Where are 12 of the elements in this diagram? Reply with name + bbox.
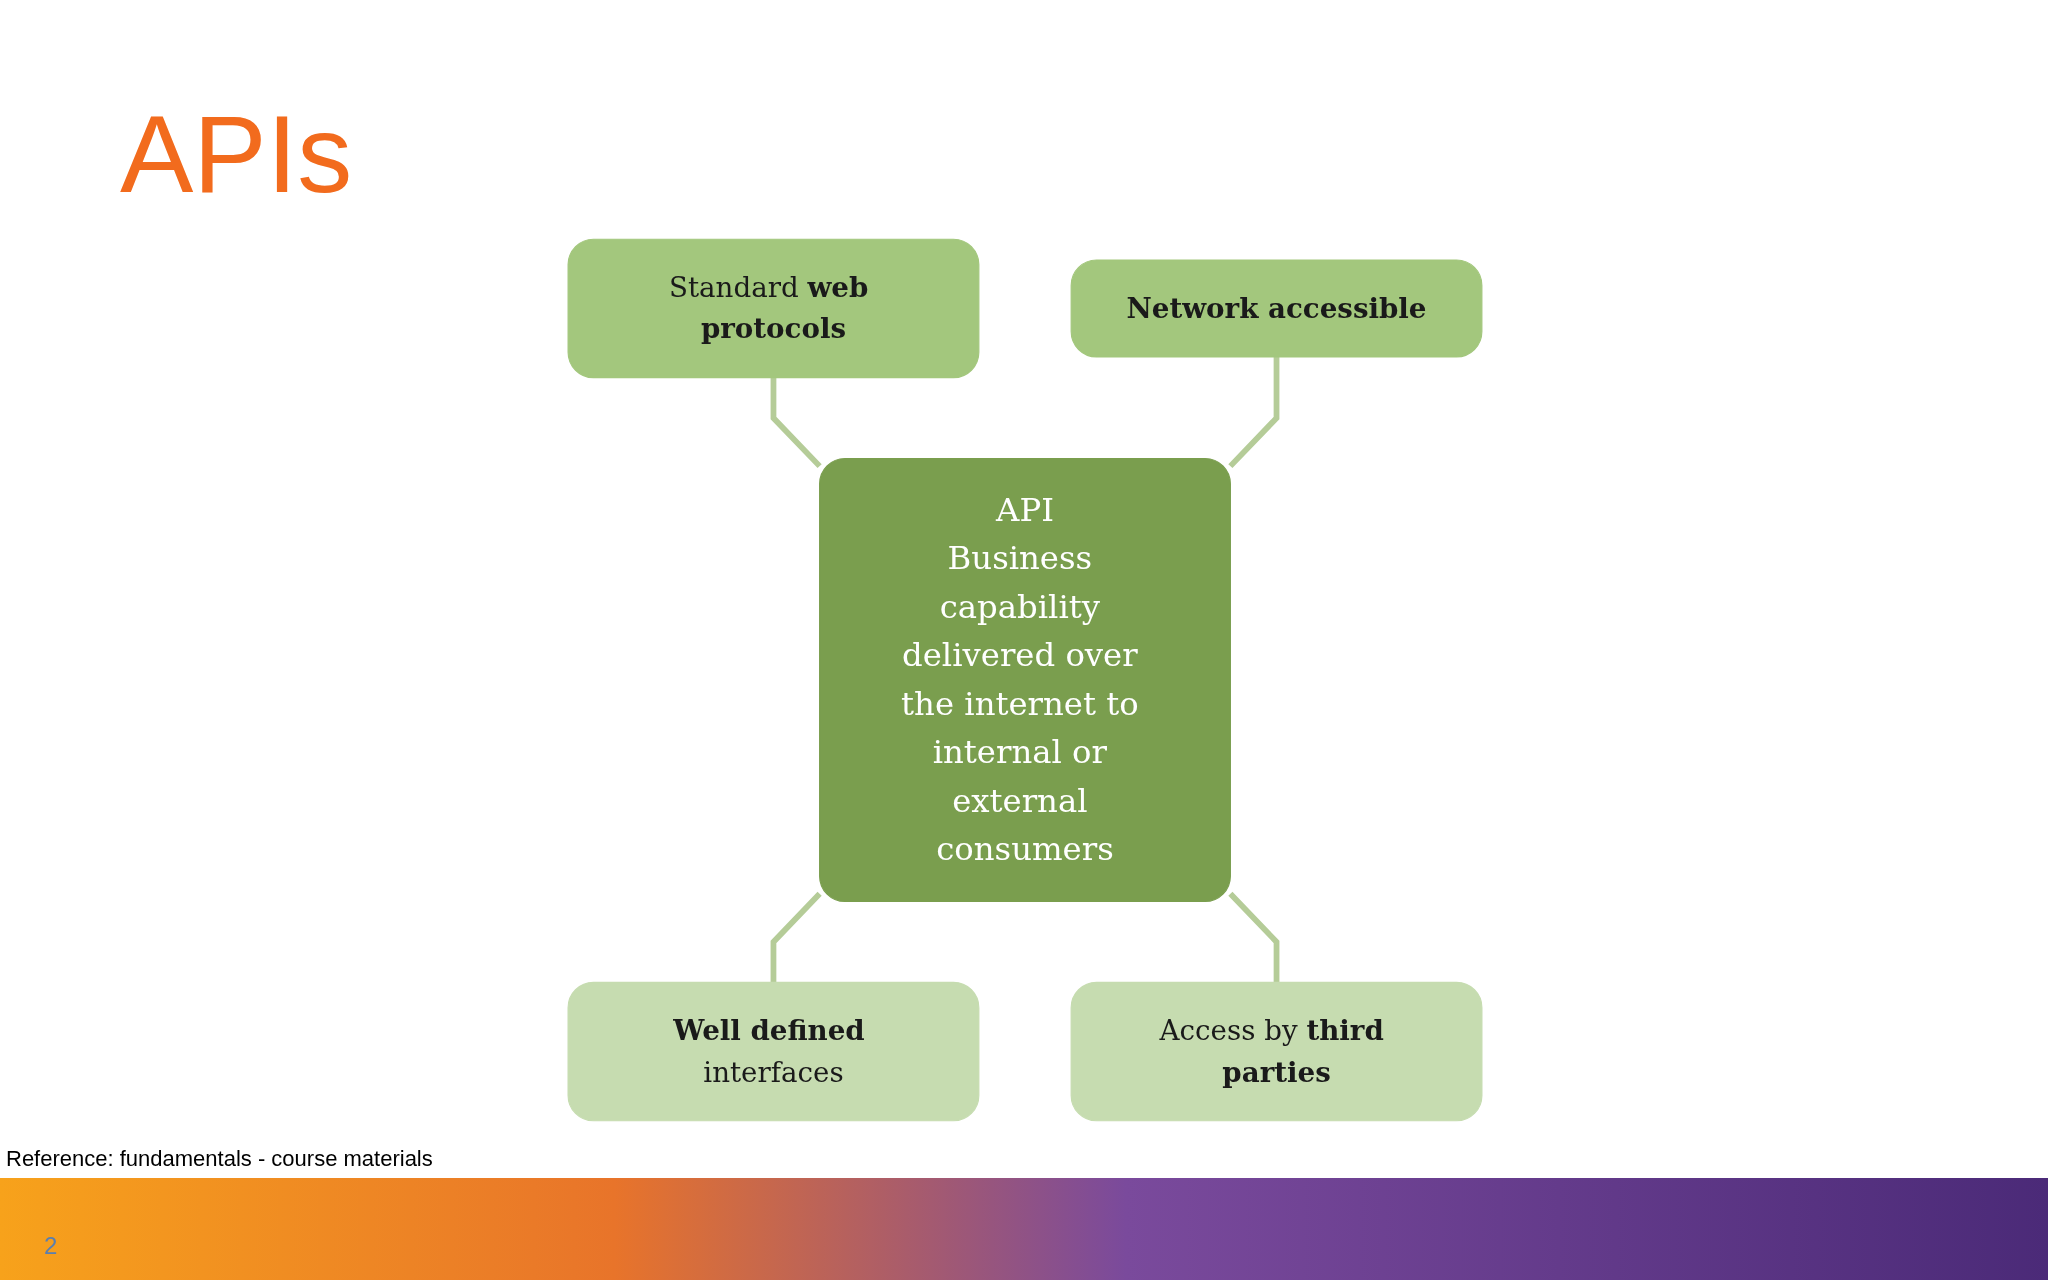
node-box: Network accessible [1070, 259, 1483, 358]
slide-title: APIs [120, 91, 353, 217]
connector [1228, 891, 1280, 983]
node-box: Standard web protocols [567, 238, 980, 379]
reference-note: Reference: fundamentals - course materials [6, 1146, 433, 1172]
node-box: API Business capability delivered over the internet to internal or external consumers [819, 457, 1231, 903]
connector [1228, 356, 1280, 469]
page-number: 2 [44, 1232, 58, 1260]
node-box: Well defined interfaces [567, 981, 980, 1122]
connector [770, 377, 822, 469]
node-box: Access by third parties [1070, 981, 1483, 1122]
connector [770, 891, 822, 983]
